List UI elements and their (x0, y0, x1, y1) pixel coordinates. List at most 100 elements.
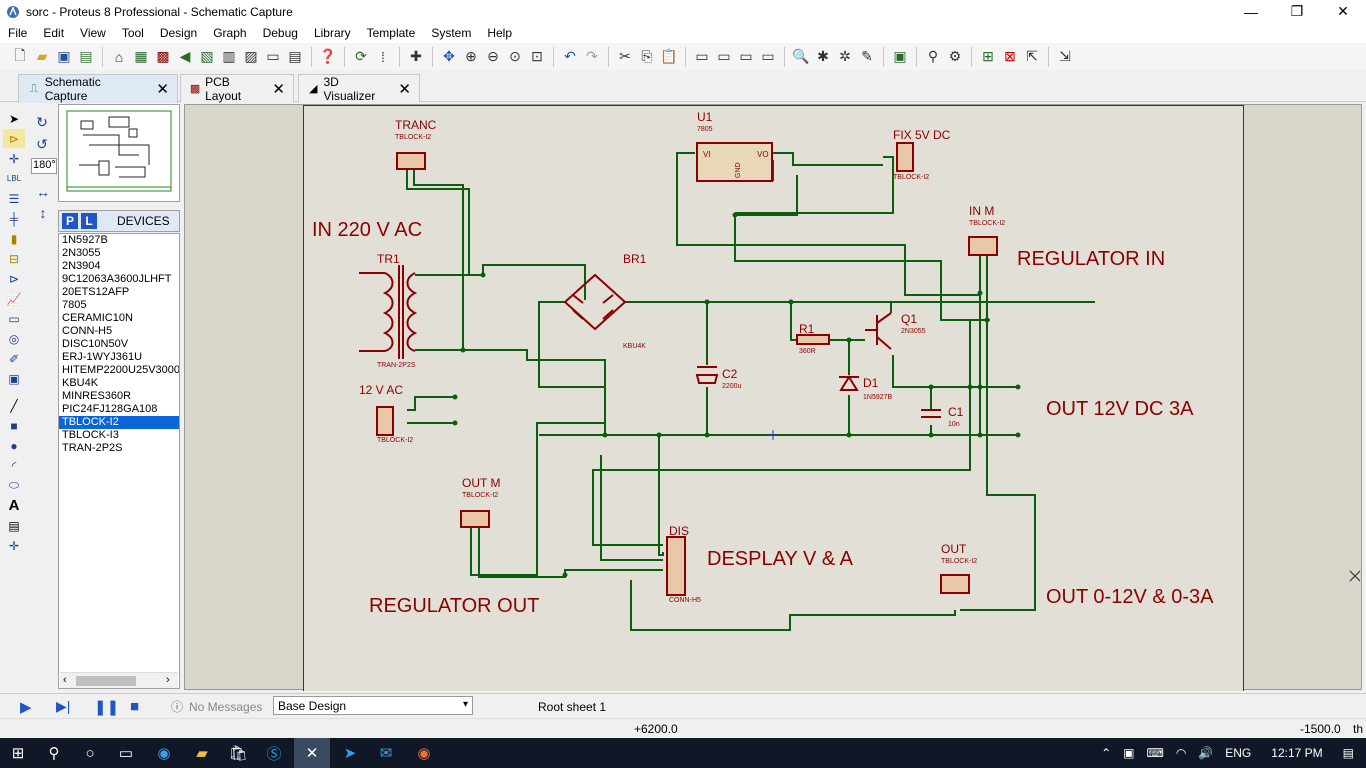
device-pins-icon[interactable]: ⊳ (8, 271, 20, 286)
copy-icon[interactable]: ⎘ (641, 48, 653, 64)
list-item[interactable]: HITEMP2200U25V3000 (62, 364, 179, 376)
new-sheet-icon[interactable]: ⊞ (982, 48, 994, 64)
list-item[interactable]: TRAN-2P2S (62, 442, 123, 454)
firefox-icon[interactable]: ◉ (417, 745, 431, 762)
line-icon[interactable]: ╱ (10, 398, 18, 413)
wire-label-icon[interactable]: LBL (6, 174, 22, 183)
tab-pcb-layout[interactable]: ▩ PCB Layout ✕ (180, 74, 294, 103)
list-item[interactable]: 2N3055 (62, 247, 101, 259)
undo-icon[interactable]: ↶ (564, 48, 576, 64)
minimize-button[interactable]: — (1244, 3, 1258, 20)
home-icon[interactable]: ⌂ (114, 48, 124, 65)
schematic-sheet[interactable] (303, 105, 1244, 691)
wire-autorouter-icon[interactable]: ▣ (893, 48, 907, 64)
rotation-angle-field[interactable]: 180° (31, 158, 57, 174)
terminals-icon[interactable]: ⊟ (8, 251, 20, 266)
zoom-out-icon[interactable]: ⊖ (487, 48, 499, 64)
paste-icon[interactable]: 📋 (660, 48, 678, 64)
origin-icon[interactable]: ✚ (410, 48, 422, 64)
messages-status[interactable]: No Messages (189, 699, 263, 714)
overview-window[interactable] (58, 104, 180, 202)
clock[interactable]: 12:17 PM (1271, 746, 1323, 760)
selection-mode-icon[interactable]: ➤ (8, 111, 20, 126)
tab-schematic-capture[interactable]: ⎍ Schematic Capture ✕ (18, 74, 178, 103)
graph-icon[interactable]: 📈 (6, 291, 22, 306)
scrollbar-thumb[interactable] (76, 676, 136, 686)
device-list-scrollbar[interactable]: ‹ › (60, 672, 178, 688)
list-item[interactable]: PIC24FJ128GA108 (62, 403, 158, 415)
arc-icon[interactable]: ◜ (11, 458, 17, 473)
block-move-icon[interactable]: ▭ (717, 48, 731, 64)
stop-icon[interactable]: ■ (130, 698, 140, 715)
scroll-right-icon[interactable]: › (166, 674, 170, 686)
buses-icon[interactable]: ╪ (9, 211, 19, 226)
windows-start-icon[interactable]: ⊞ (11, 745, 25, 762)
packaging-icon[interactable]: ✲ (839, 48, 851, 64)
wifi-icon[interactable]: ◠ (1175, 746, 1187, 760)
search-icon[interactable]: ⚲ (48, 745, 60, 762)
save-icon[interactable]: ▣ (57, 48, 71, 64)
list-item[interactable]: ERJ-1WYJ361U (62, 351, 143, 363)
wire-icon[interactable]: ▭ (266, 48, 280, 64)
make-device-icon[interactable]: ✱ (817, 48, 829, 64)
component-mode-icon[interactable]: ⊳ (3, 129, 25, 148)
netlist-icon[interactable]: ⇲ (1059, 48, 1071, 64)
menu-graph[interactable]: Graph (213, 26, 247, 40)
skype-icon[interactable]: Ⓢ (266, 745, 282, 763)
generator-icon[interactable]: ◎ (8, 331, 20, 346)
text-icon[interactable]: A (8, 497, 20, 514)
maximize-button[interactable]: ❐ (1290, 3, 1304, 19)
probe-icon[interactable]: ✐ (8, 351, 20, 366)
rotate-anticlockwise-icon[interactable]: ↺ (36, 135, 48, 152)
virtual-instruments-icon[interactable]: ▣ (8, 371, 20, 386)
notifications-icon[interactable]: ▤ (1342, 746, 1354, 760)
zoom-all-icon[interactable]: ⊙ (509, 48, 521, 64)
cut-icon[interactable]: ✂ (619, 48, 631, 64)
design-variant-select[interactable]: Base Design ▾ (273, 696, 473, 715)
exit-to-parent-icon[interactable]: ⇱ (1026, 48, 1038, 64)
menu-debug[interactable]: Debug (262, 26, 298, 40)
close-button[interactable]: ✕ (1337, 3, 1349, 19)
menu-library[interactable]: Library (313, 26, 351, 40)
block-delete-icon[interactable]: ▭ (761, 48, 775, 64)
close-icon[interactable]: ✕ (156, 81, 169, 98)
pick-device-icon[interactable]: 🔍 (792, 48, 810, 64)
box-icon[interactable]: ■ (10, 418, 18, 433)
menu-view[interactable]: View (80, 26, 106, 40)
redo-icon[interactable]: ↷ (586, 48, 598, 64)
cortana-icon[interactable]: ○ (85, 744, 95, 762)
step-icon[interactable]: ▶| (56, 698, 71, 714)
edge-icon[interactable]: ◉ (157, 745, 171, 762)
list-item[interactable]: 2N3904 (62, 260, 101, 272)
list-item[interactable]: 1N5927B (62, 234, 108, 246)
menu-tool[interactable]: Tool (121, 26, 144, 40)
close-icon[interactable]: ✕ (398, 80, 411, 98)
list-item[interactable]: KBU4K (62, 377, 99, 389)
list-item[interactable]: 20ETS12AFP (62, 286, 130, 298)
circle-icon[interactable]: ● (10, 438, 18, 453)
file-explorer-icon[interactable]: ▰ (196, 745, 208, 762)
list-item[interactable]: 7805 (62, 299, 87, 311)
scroll-left-icon[interactable]: ‹ (63, 674, 67, 686)
notes-icon[interactable]: ▤ (288, 48, 302, 64)
menu-system[interactable]: System (431, 26, 472, 40)
list-item-selected[interactable]: TBLOCK-I2 (59, 416, 179, 429)
grid-icon[interactable]: ⁞ (381, 48, 385, 65)
volume-icon[interactable]: 🔊 (1198, 746, 1214, 760)
property-tool-icon[interactable]: ⚙ (948, 48, 962, 64)
canvas-close-icon[interactable] (1349, 570, 1361, 582)
symbol-icon[interactable]: ▤ (8, 518, 20, 533)
chevron-up-icon[interactable]: ⌃ (1101, 746, 1112, 760)
menu-design[interactable]: Design (159, 26, 198, 40)
language-indicator[interactable]: ENG (1225, 746, 1252, 760)
pause-icon[interactable]: ❚❚ (94, 698, 120, 716)
zoom-area-icon[interactable]: ⊡ (531, 48, 543, 64)
list-item[interactable]: CONN-H5 (62, 325, 113, 337)
search-tag-icon[interactable]: ⚲ (927, 48, 939, 64)
list-item[interactable]: DISC10N50V (62, 338, 129, 350)
menu-help[interactable]: Help (487, 26, 513, 40)
text-script-icon[interactable]: ☰ (8, 191, 20, 206)
decompose-icon[interactable]: ✎ (861, 48, 873, 64)
pan-icon[interactable]: ✥ (443, 48, 455, 64)
keyboard-icon[interactable]: ⌨ (1146, 746, 1164, 760)
